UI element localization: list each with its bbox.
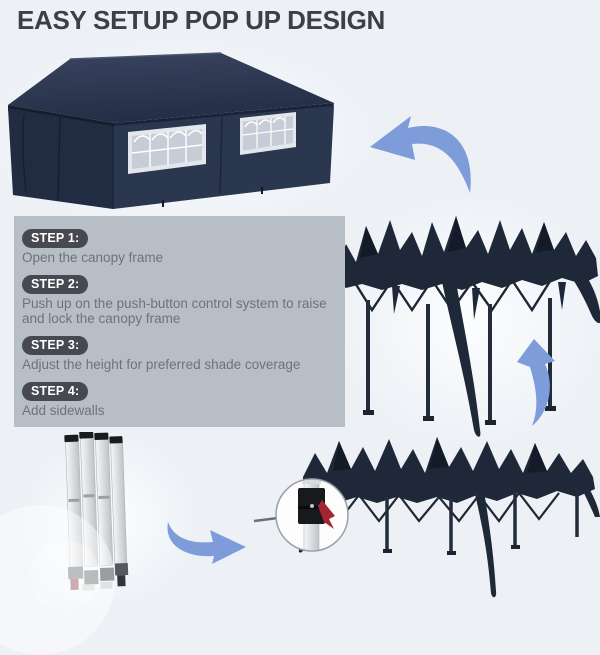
push-button-detail-callout — [253, 478, 349, 552]
step-item-3: STEP 3: Adjust the height for preferred … — [22, 335, 335, 373]
step-item-1: STEP 1: Open the canopy frame — [22, 229, 335, 266]
step-2-description: Push up on the push-button control syste… — [22, 295, 327, 327]
assembled-tent-image — [8, 52, 334, 209]
step-item-4: STEP 4: Add sidewalls — [22, 381, 335, 419]
arrow-to-assembled-icon — [370, 116, 471, 193]
tent-window-left-icon — [128, 124, 206, 174]
step-item-2: STEP 2: Push up on the push-button contr… — [22, 274, 335, 327]
step-1-description: Open the canopy frame — [22, 250, 164, 265]
arrow-open-icon — [167, 522, 246, 564]
frame-raised-image — [333, 216, 600, 437]
step-2-badge: STEP 2: — [22, 274, 89, 294]
red-arrow-icon — [318, 500, 335, 529]
arrow-raise-icon — [517, 339, 555, 426]
setup-steps-panel: STEP 1: Open the canopy frame STEP 2: Pu… — [14, 216, 345, 427]
tent-window-right-icon — [240, 112, 296, 155]
step-4-description: Add sidewalls — [22, 402, 105, 418]
watermark-circle-small — [30, 540, 100, 610]
step-3-badge: STEP 3: — [22, 335, 89, 355]
page-title: EASY SETUP POP UP DESIGN — [17, 5, 386, 35]
folded-frame-image — [64, 432, 129, 591]
step-3-description: Adjust the height for preferred shade co… — [22, 356, 301, 372]
step-4-badge: STEP 4: — [22, 381, 89, 401]
step-1-badge: STEP 1: — [22, 229, 89, 248]
